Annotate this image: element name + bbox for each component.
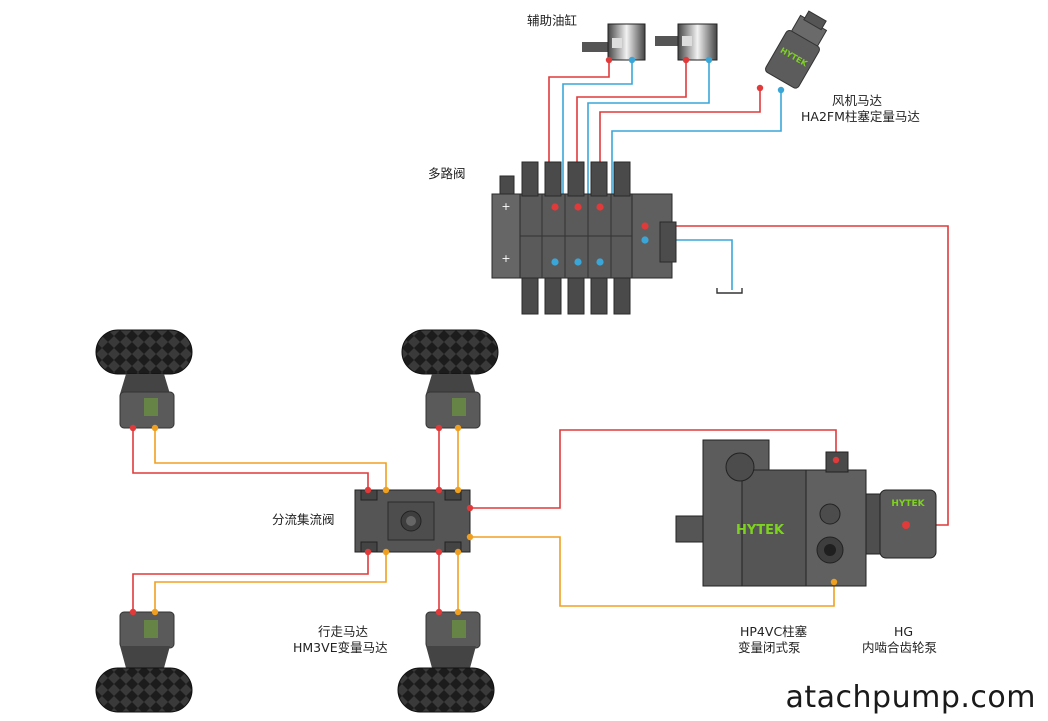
travel-motor-label-2: HM3VE变量马达 [293,640,388,655]
line-tl-pressure [132,428,369,490]
fan-motor: HYTEK [765,10,828,89]
gear-pump: HYTEK [865,489,937,559]
wheel-bottom-right [397,608,495,713]
flow-divider-label: 分流集流阀 [272,512,335,527]
line-valve-tank [650,239,733,290]
aux-cylinder-1 [582,23,646,64]
wheel-top-left [95,329,193,432]
fan-motor-label-2: HA2FM柱塞定量马达 [801,109,920,124]
svg-text:+: + [501,200,510,213]
hydraulic-lines [132,60,949,612]
multi-valve-label: 多路阀 [428,166,466,181]
line-bl-return [154,552,387,612]
line-cyl2-pressure [576,60,687,205]
fan-motor-label-1: 风机马达 [832,93,883,108]
tank-symbol [716,288,743,294]
piston-pump: HYTEK [675,439,867,587]
flow-divider-valve [354,486,474,556]
piston-pump-brand: HYTEK [736,523,785,538]
piston-pump-label-2: 变量闭式泵 [738,640,801,655]
multi-way-valve: + + [491,161,677,315]
aux-cylinder-2 [655,23,718,64]
line-cyl1-return [562,60,633,262]
line-pump-divider-return [470,536,835,607]
line-tl-return [154,428,387,490]
piston-pump-label-1: HP4VC柱塞 [740,624,808,639]
gear-pump-brand: HYTEK [891,499,925,509]
line-cyl2-return [587,60,710,262]
line-cyl1-pressure [548,60,610,205]
gear-pump-label-1: HG [894,624,914,639]
line-pump-divider-pressure [470,429,837,509]
svg-text:+: + [501,252,510,265]
aux-cylinder-label: 辅助油缸 [527,13,578,28]
line-bl-pressure [132,552,369,612]
wheel-bottom-left [95,608,193,713]
travel-motor-label-1: 行走马达 [318,624,369,639]
site-watermark: atachpump.com [785,680,1036,715]
gear-pump-label-2: 内啮合齿轮泵 [862,640,938,655]
wheel-top-right [401,329,499,432]
valve-sections [499,161,631,315]
line-fan-pressure [599,88,761,205]
